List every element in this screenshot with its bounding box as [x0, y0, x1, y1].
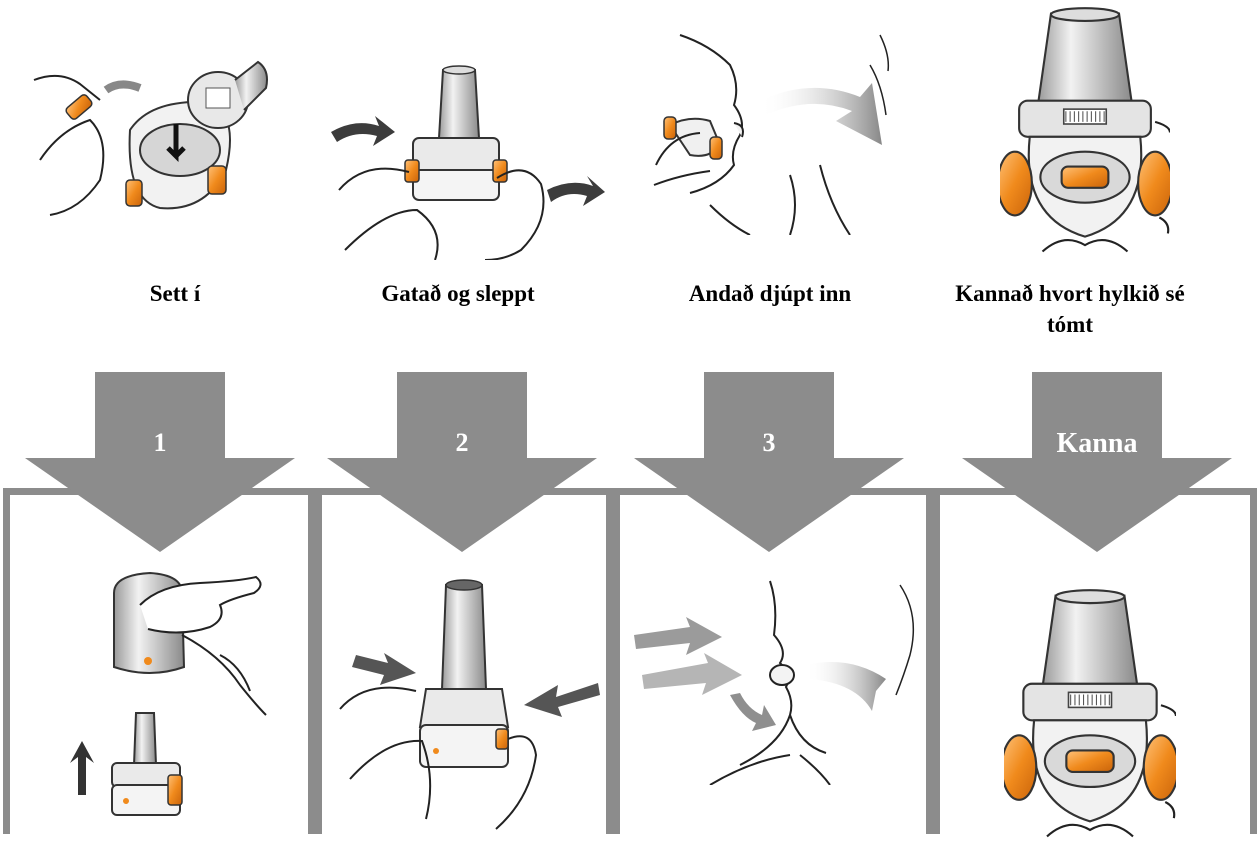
- caption-step-3: Andað djúpt inn: [620, 278, 920, 309]
- step-number-1: 1: [95, 428, 225, 458]
- twist-open-illustration: [325, 60, 605, 260]
- step-arrow-2: [327, 372, 597, 552]
- cap-removal-illustration: [70, 565, 290, 825]
- check-capsule-top-illustration: [1000, 5, 1170, 260]
- caption-step-check: Kannað hvort hylkið sé tómt: [940, 278, 1200, 340]
- capsule-insertion-illustration: [30, 40, 270, 220]
- step-number-2: 2: [397, 428, 527, 458]
- exhale-illustration: [630, 575, 930, 785]
- caption-step-1: Sett í: [25, 278, 325, 309]
- step-number-3: 3: [704, 428, 834, 458]
- step-arrow-3: [634, 372, 904, 552]
- check-capsule-bottom-illustration: [1004, 587, 1176, 845]
- step-label-check: Kanna: [1032, 428, 1162, 460]
- caption-step-2: Gatað og sleppt: [308, 278, 608, 309]
- step-arrow-1: [25, 372, 295, 552]
- step-arrow-check: [962, 372, 1232, 552]
- pierce-buttons-illustration: [336, 579, 606, 839]
- inhale-illustration: [650, 25, 910, 235]
